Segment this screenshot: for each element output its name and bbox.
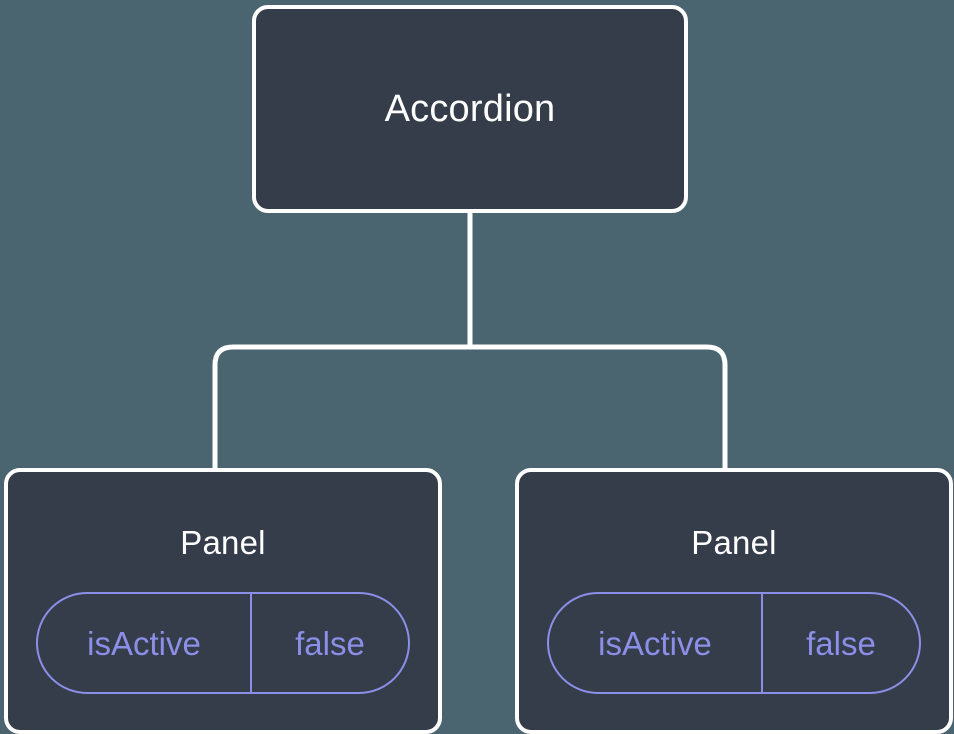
prop-key-isactive: isActive (549, 594, 763, 692)
node-accordion-label: Accordion (384, 88, 556, 130)
prop-key-isactive: isActive (38, 594, 252, 692)
connector-bus-left (212, 344, 470, 470)
node-panel-1-label: Panel (180, 524, 266, 561)
node-panel-1[interactable]: Panel isActive false (4, 468, 442, 734)
prop-badge-panel-1[interactable]: isActive false (36, 592, 410, 694)
node-panel-2[interactable]: Panel isActive false (515, 468, 953, 734)
connector-bus-right (470, 344, 728, 470)
prop-badge-panel-2[interactable]: isActive false (547, 592, 921, 694)
prop-value-isactive: false (295, 624, 365, 662)
prop-value-isactive: false (806, 624, 876, 662)
node-panel-2-label: Panel (691, 524, 777, 561)
node-accordion[interactable]: Accordion (252, 5, 688, 213)
